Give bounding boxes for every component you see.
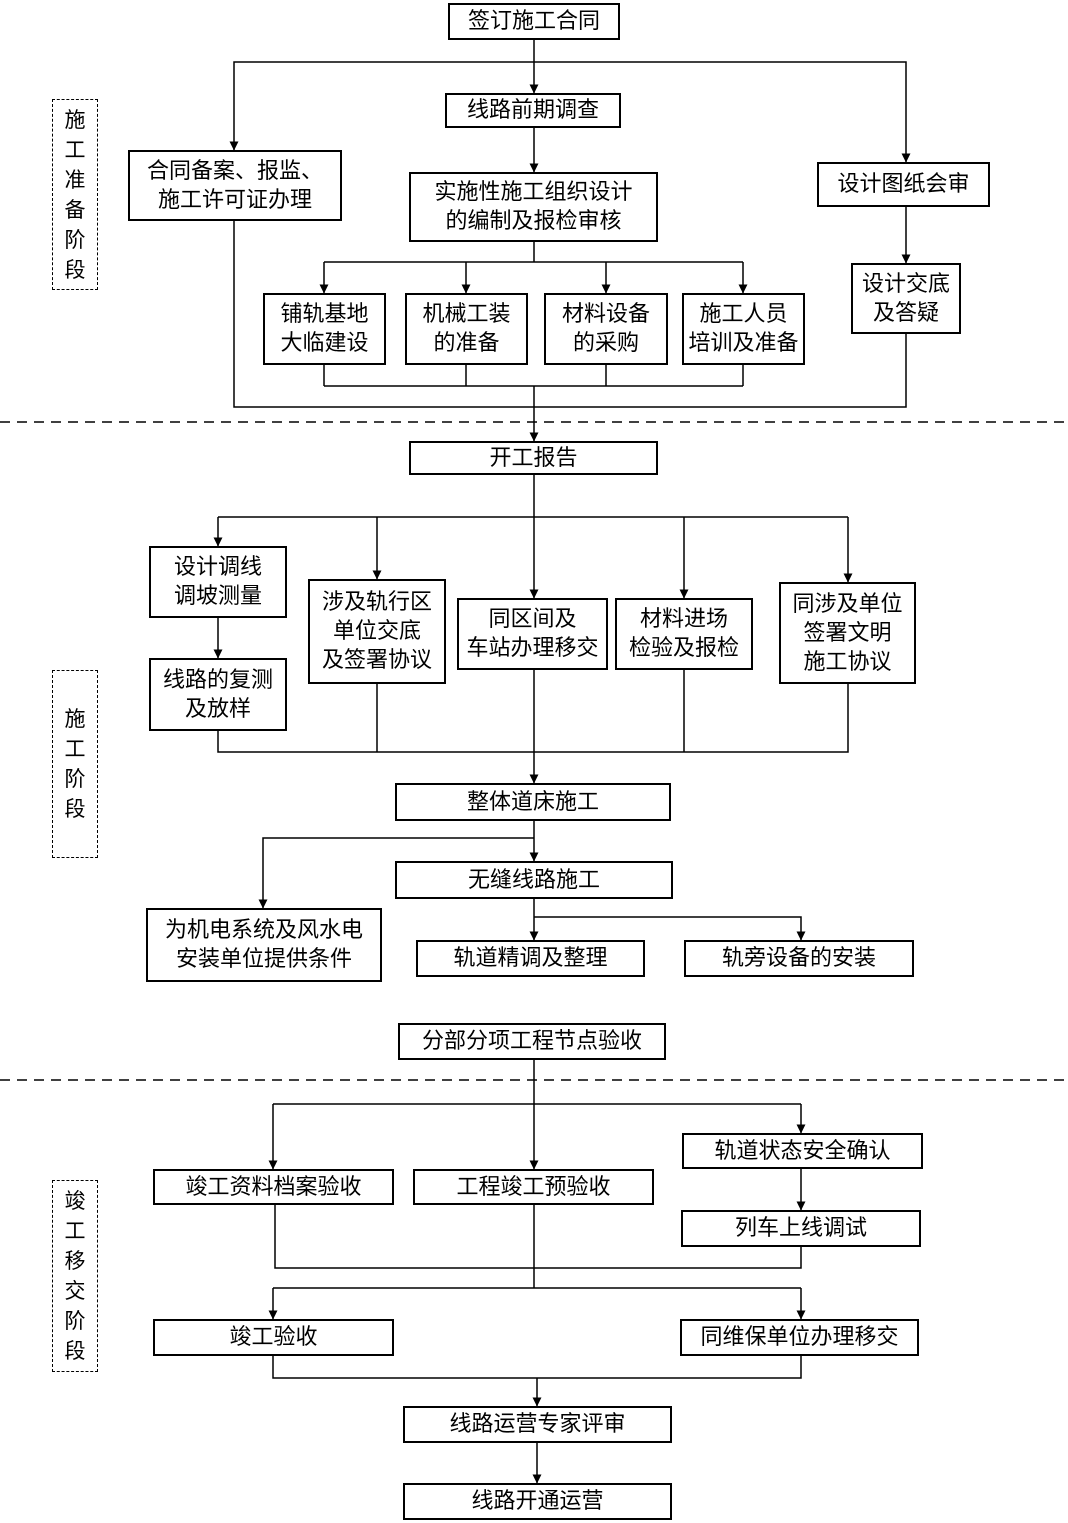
stage-label-handover: 竣 工 移 交 阶 段 [52, 1180, 98, 1372]
stage-label-prep: 施 工 准 备 阶 段 [52, 99, 98, 290]
node-civil-agreement: 同涉及单位 签署文明 施工协议 [779, 582, 916, 684]
node-resurvey: 线路的复测 及放样 [149, 658, 287, 731]
node-fine-tuning: 轨道精调及整理 [416, 940, 645, 977]
node-track-base: 铺轨基地 大临建设 [263, 293, 386, 365]
node-station-handover: 同区间及 车站办理移交 [457, 598, 608, 670]
node-route-survey: 线路前期调查 [445, 93, 621, 128]
node-cwr: 无缝线路施工 [395, 861, 673, 899]
stage-label-construction: 施 工 阶 段 [52, 670, 98, 858]
node-rail-area-units: 涉及轨行区 单位交底 及签署协议 [308, 579, 446, 684]
node-trackside: 轨旁设备的安装 [684, 940, 914, 977]
node-machinery: 机械工装 的准备 [405, 293, 528, 365]
node-expert-review: 线路运营专家评审 [403, 1406, 672, 1443]
node-contract-filing: 合同备案、报监、 施工许可证办理 [128, 150, 342, 221]
node-train-test: 列车上线调试 [681, 1210, 921, 1247]
node-completion-acceptance: 竣工验收 [153, 1319, 394, 1356]
node-track-safety: 轨道状态安全确认 [682, 1133, 923, 1169]
node-design-disclosure: 设计交底 及答疑 [851, 263, 961, 334]
node-opening: 线路开通运营 [403, 1483, 672, 1520]
node-electromech: 为机电系统及风水电 安装单位提供条件 [146, 908, 382, 982]
node-staff-training: 施工人员 培训及准备 [682, 293, 805, 365]
node-track-bed: 整体道床施工 [395, 783, 671, 821]
node-pre-acceptance: 工程竣工预验收 [413, 1169, 654, 1205]
node-material-inspection: 材料进场 检验及报检 [615, 598, 753, 670]
node-org-design: 实施性施工组织设计 的编制及报检审核 [409, 172, 658, 242]
node-maintenance-handover: 同维保单位办理移交 [680, 1319, 919, 1356]
node-sign-contract: 签订施工合同 [448, 3, 620, 40]
node-drawing-review: 设计图纸会审 [817, 162, 990, 207]
node-design-adjust: 设计调线 调坡测量 [149, 546, 287, 618]
node-milestone-acceptance: 分部分项工程节点验收 [398, 1023, 666, 1060]
node-materials-purchase: 材料设备 的采购 [544, 293, 668, 365]
node-archive-acceptance: 竣工资料档案验收 [153, 1169, 394, 1205]
node-start-report: 开工报告 [409, 441, 658, 475]
